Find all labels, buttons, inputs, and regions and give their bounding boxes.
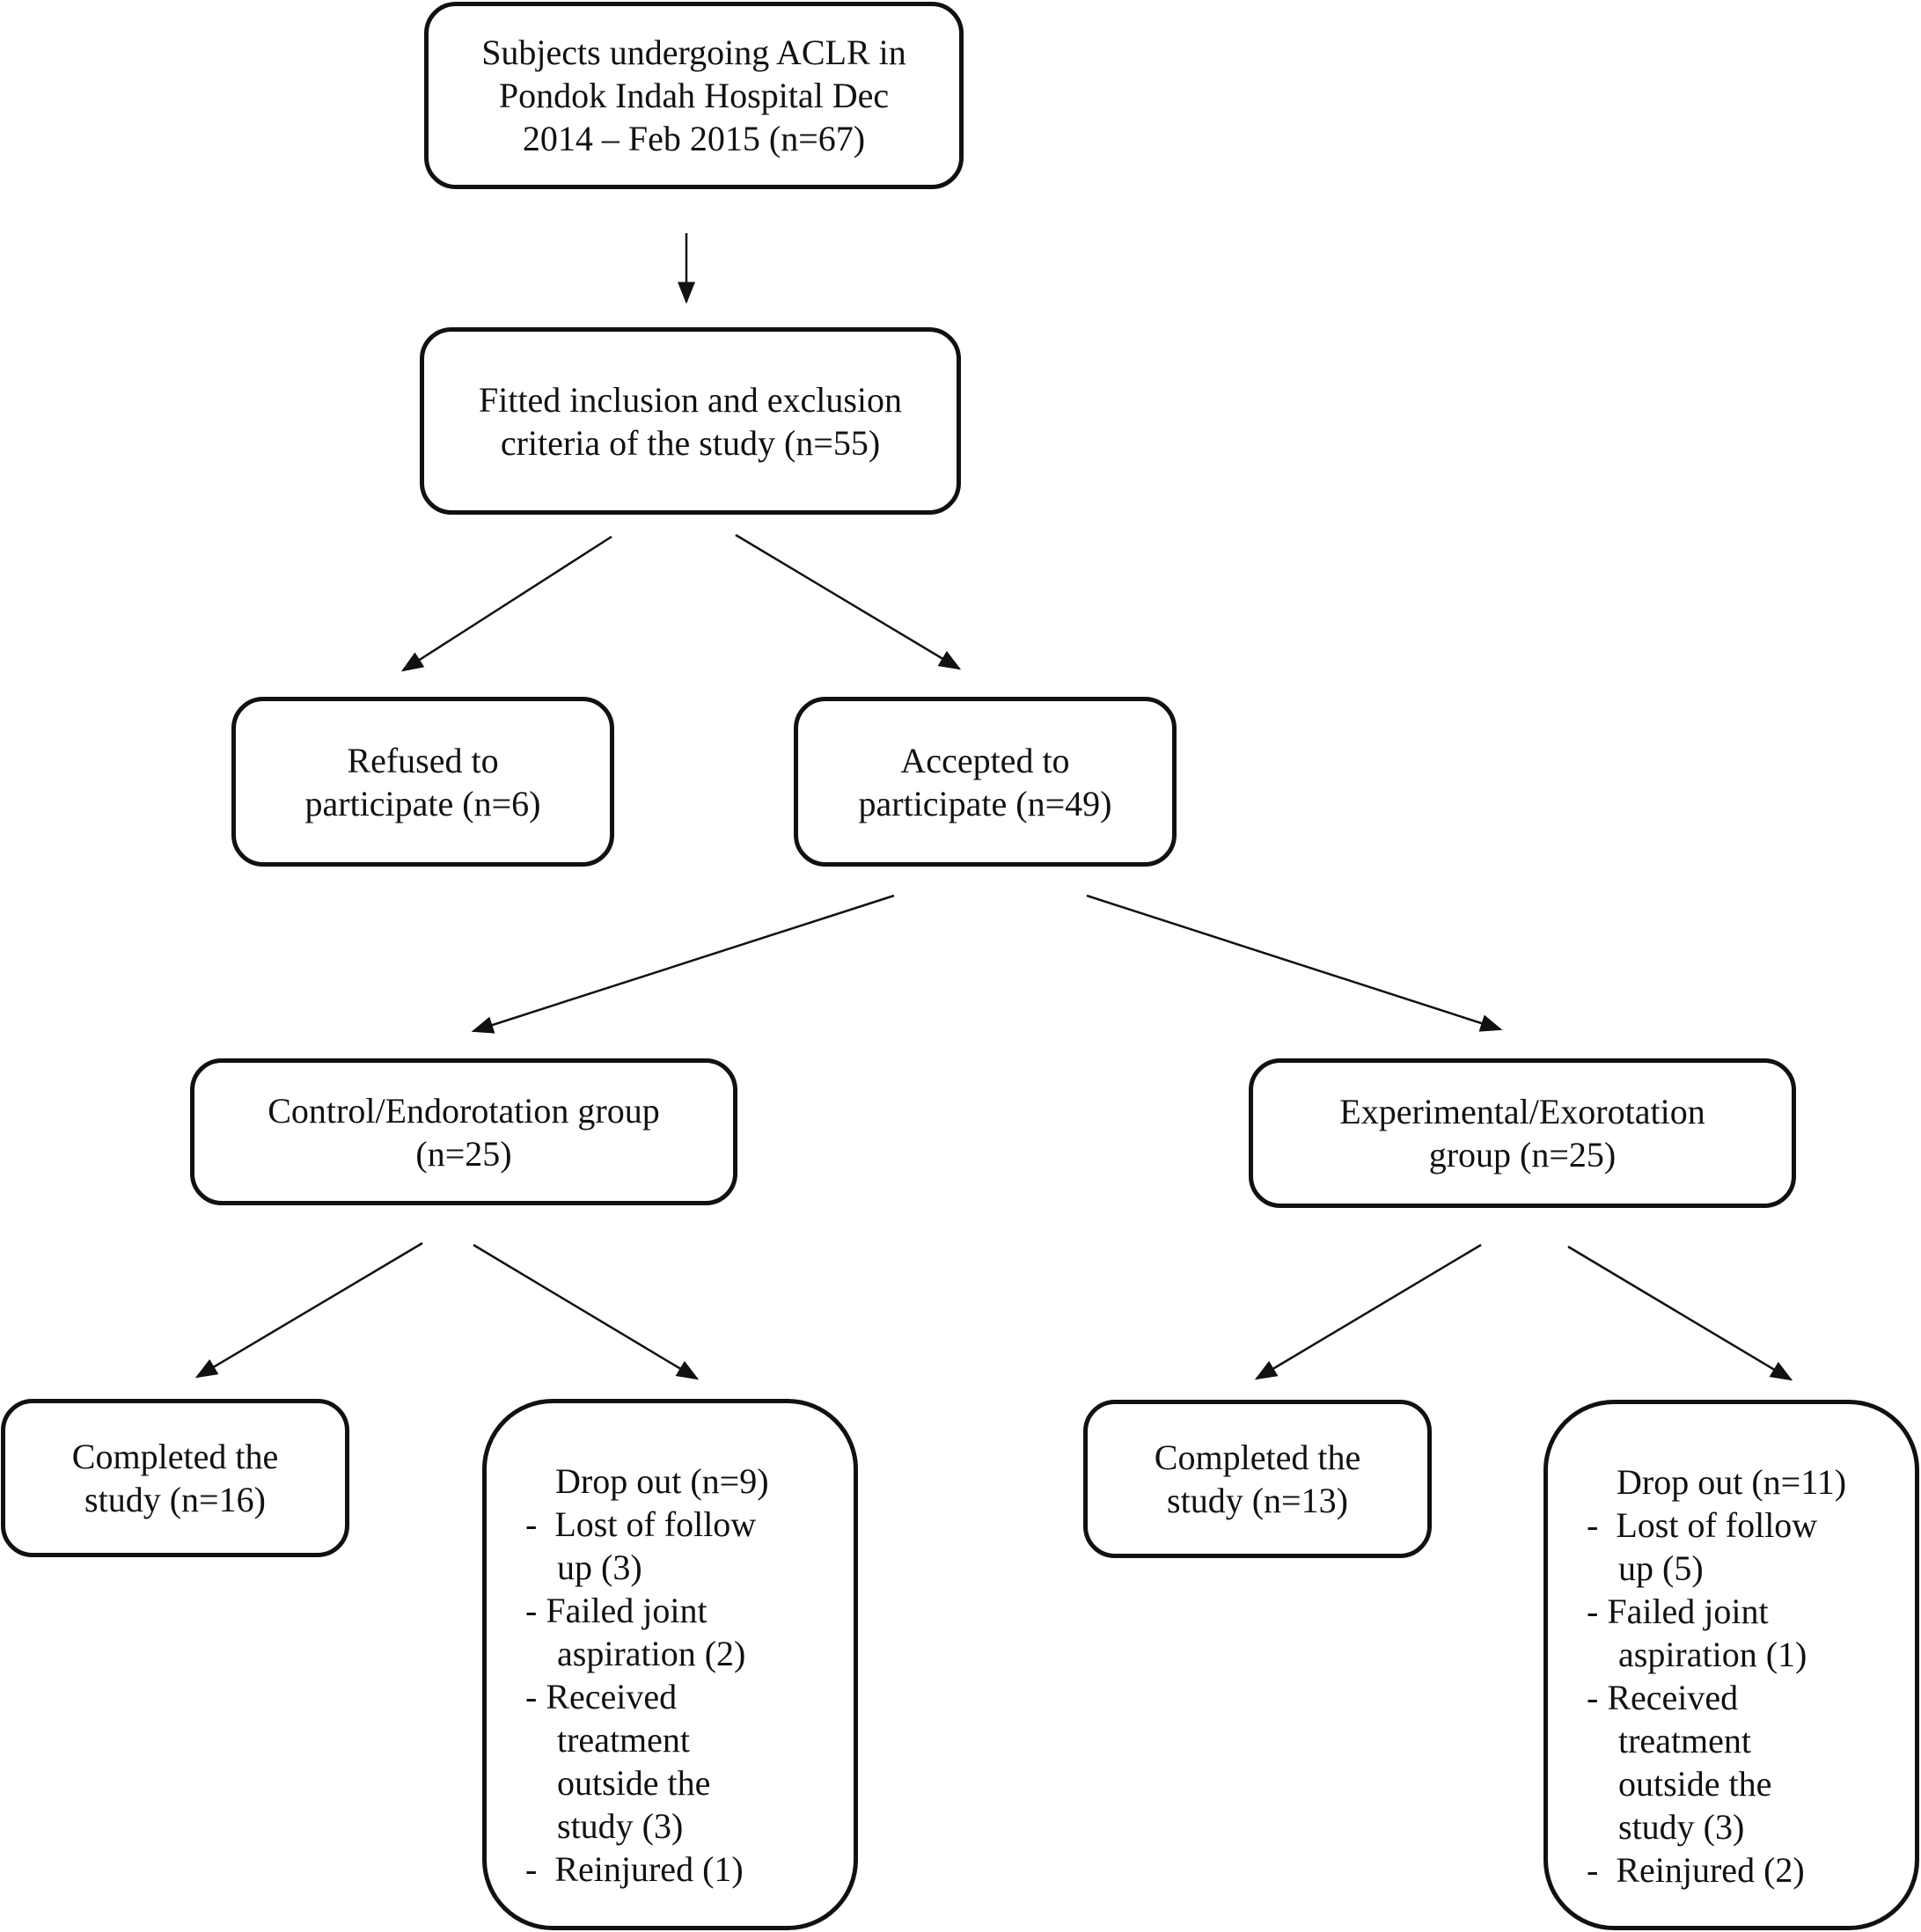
- subjects-text-line: Pondok Indah Hospital Dec: [498, 76, 890, 115]
- dropout-item-text: Reinjured (1): [554, 1849, 744, 1889]
- accepted-box: Accepted to participate (n=49): [794, 697, 1177, 867]
- refused-text-line: Refused to: [347, 740, 499, 780]
- fitted-criteria-box: Fitted inclusion and exclusion criteria …: [420, 327, 961, 515]
- control-completed-text-line: study (n=16): [84, 1480, 266, 1519]
- dropout-item-line: treatment: [557, 1720, 691, 1760]
- bullet-dash: -: [525, 1849, 538, 1889]
- experimental-completed-text-line: study (n=13): [1167, 1481, 1348, 1520]
- bullet-dash: -: [1587, 1505, 1599, 1545]
- accepted-text-line: participate (n=49): [858, 783, 1112, 823]
- dropout-item-text: Lost of follow: [554, 1504, 757, 1544]
- bullet-dash: -: [1587, 1850, 1599, 1890]
- experimental-text-line: group (n=25): [1428, 1135, 1617, 1175]
- dropout-item-line: aspiration (2): [557, 1634, 746, 1673]
- dropout-item-line: up (3): [557, 1548, 642, 1587]
- accepted-text-line: Accepted to: [900, 740, 1070, 780]
- experimental-group-box: Experimental/Exorotation group (n=25): [1249, 1058, 1796, 1208]
- arrow-control-to-dropout: [473, 1243, 700, 1380]
- bullet-dash: -: [525, 1677, 538, 1716]
- experimental-dropout-title: Drop out (n=11): [1617, 1462, 1847, 1502]
- fitted-text-line: Fitted inclusion and exclusion: [478, 379, 903, 420]
- bullet-dash: -: [1587, 1678, 1599, 1717]
- dropout-item-line: - Failed joint: [1587, 1590, 1846, 1633]
- fitted-text-line: criteria of the study (n=55): [500, 422, 881, 463]
- dropout-item-text: Failed joint: [1607, 1592, 1769, 1631]
- dropout-item-text: Received: [1607, 1678, 1739, 1717]
- experimental-completed-text-line: Completed the: [1154, 1438, 1361, 1477]
- experimental-dropout-box: Drop out (n=11) - Lost of follow up (5) …: [1543, 1400, 1919, 1930]
- dropout-item-text: Lost of follow: [1616, 1505, 1818, 1545]
- refused-box: Refused to participate (n=6): [231, 697, 614, 867]
- subjects-box: Subjects undergoing ACLR in Pondok Indah…: [424, 2, 964, 189]
- arrow-fitted-to-accepted: [735, 533, 962, 670]
- dropout-item-line: - Reinjured (1): [525, 1848, 769, 1891]
- subjects-text-line: 2014 – Feb 2015 (n=67): [522, 119, 866, 158]
- dropout-item-line: up (5): [1618, 1548, 1704, 1588]
- experimental-completed-box: Completed the study (n=13): [1083, 1400, 1432, 1558]
- control-text-line: (n=25): [415, 1133, 512, 1174]
- control-completed-text-line: Completed the: [71, 1437, 279, 1476]
- dropout-item-line: study (3): [557, 1806, 684, 1846]
- control-group-box: Control/Endorotation group (n=25): [190, 1058, 737, 1205]
- dropout-item-line: outside the: [557, 1763, 711, 1803]
- experimental-text-line: Experimental/Exorotation: [1339, 1092, 1705, 1131]
- arrow-experimental-to-dropout: [1567, 1245, 1793, 1381]
- arrow-fitted-to-refused: [400, 535, 612, 672]
- control-text-line: Control/Endorotation group: [268, 1090, 660, 1131]
- dropout-item-line: - Lost of follow: [1587, 1504, 1846, 1547]
- dropout-item-text: Reinjured (2): [1616, 1850, 1805, 1890]
- control-dropout-box: Drop out (n=9) - Lost of follow up (3) -…: [482, 1399, 858, 1930]
- dropout-item-line: - Received: [1587, 1676, 1846, 1719]
- bullet-dash: -: [525, 1504, 538, 1544]
- dropout-item-line: - Lost of follow: [525, 1503, 769, 1546]
- arrow-control-to-completed: [194, 1241, 423, 1379]
- arrow-accepted-to-experimental: [1086, 894, 1503, 1032]
- dropout-item-line: aspiration (1): [1618, 1635, 1807, 1674]
- dropout-item-line: study (3): [1618, 1807, 1745, 1847]
- dropout-item-line: - Reinjured (2): [1587, 1848, 1846, 1892]
- control-dropout-title: Drop out (n=9): [555, 1461, 769, 1501]
- dropout-item-text: Received: [546, 1677, 678, 1716]
- dropout-item-line: - Received: [525, 1675, 769, 1718]
- bullet-dash: -: [525, 1591, 538, 1630]
- arrow-experimental-to-completed: [1254, 1243, 1482, 1380]
- dropout-item-line: outside the: [1618, 1764, 1772, 1804]
- arrow-accepted-to-control: [471, 894, 895, 1034]
- control-completed-box: Completed the study (n=16): [1, 1399, 349, 1557]
- dropout-item-text: Failed joint: [546, 1591, 708, 1630]
- dropout-item-line: treatment: [1618, 1721, 1752, 1760]
- refused-text-line: participate (n=6): [304, 783, 541, 823]
- bullet-dash: -: [1587, 1592, 1599, 1631]
- dropout-item-line: - Failed joint: [525, 1589, 769, 1632]
- subjects-text-line: Subjects undergoing ACLR in: [481, 33, 906, 72]
